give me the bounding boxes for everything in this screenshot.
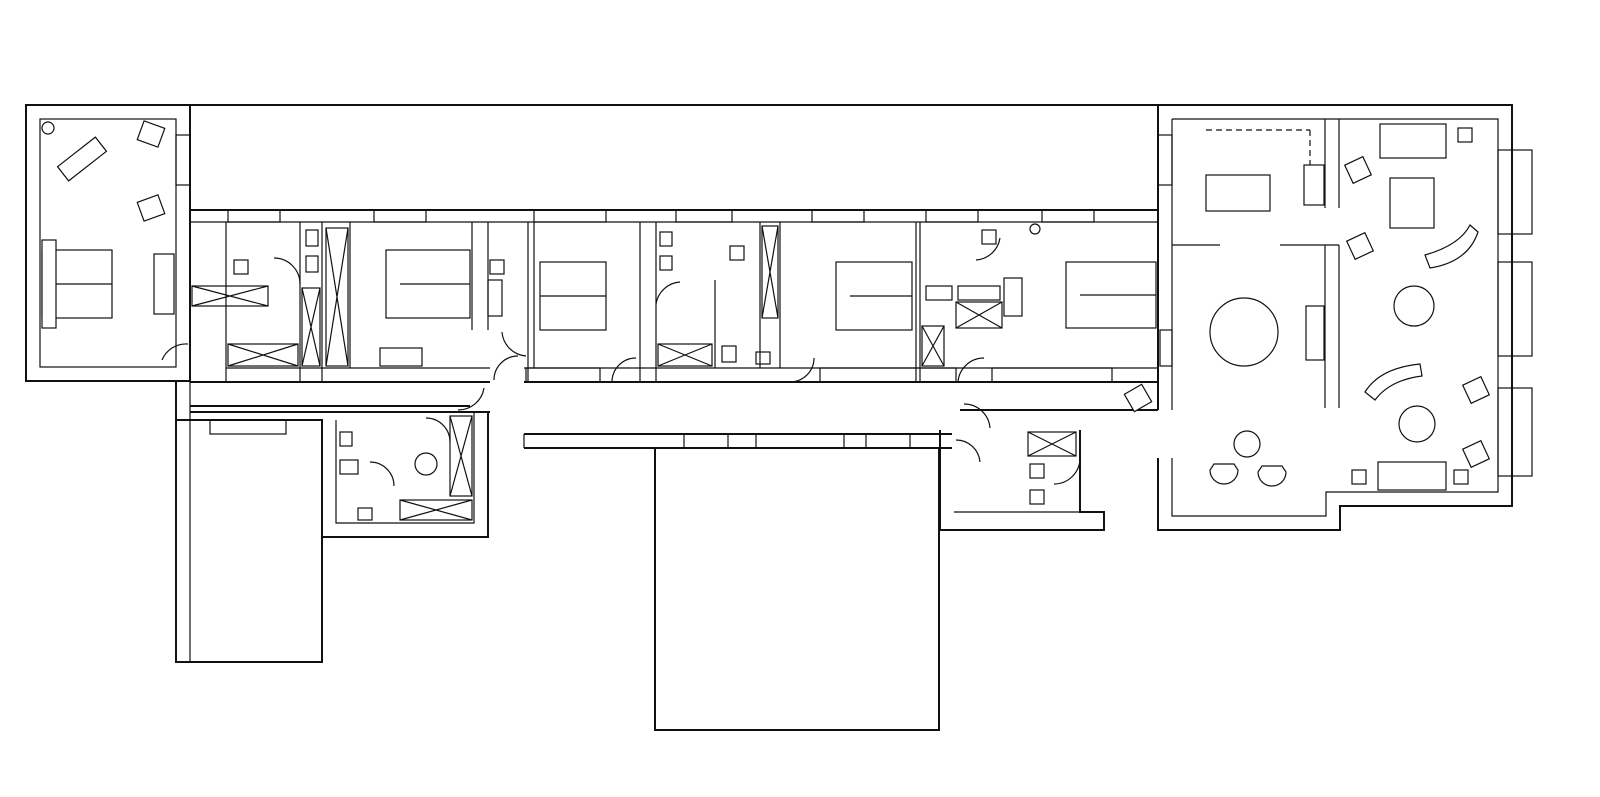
interior-walls xyxy=(225,119,1340,408)
windows xyxy=(175,134,1533,477)
corridor-walls xyxy=(190,367,1158,413)
exterior-walls xyxy=(25,104,1513,731)
doors xyxy=(161,237,1081,487)
wardrobes xyxy=(191,225,1173,521)
furniture xyxy=(41,120,1491,491)
beds xyxy=(41,239,1157,331)
bathroom-fixtures xyxy=(233,223,1045,521)
